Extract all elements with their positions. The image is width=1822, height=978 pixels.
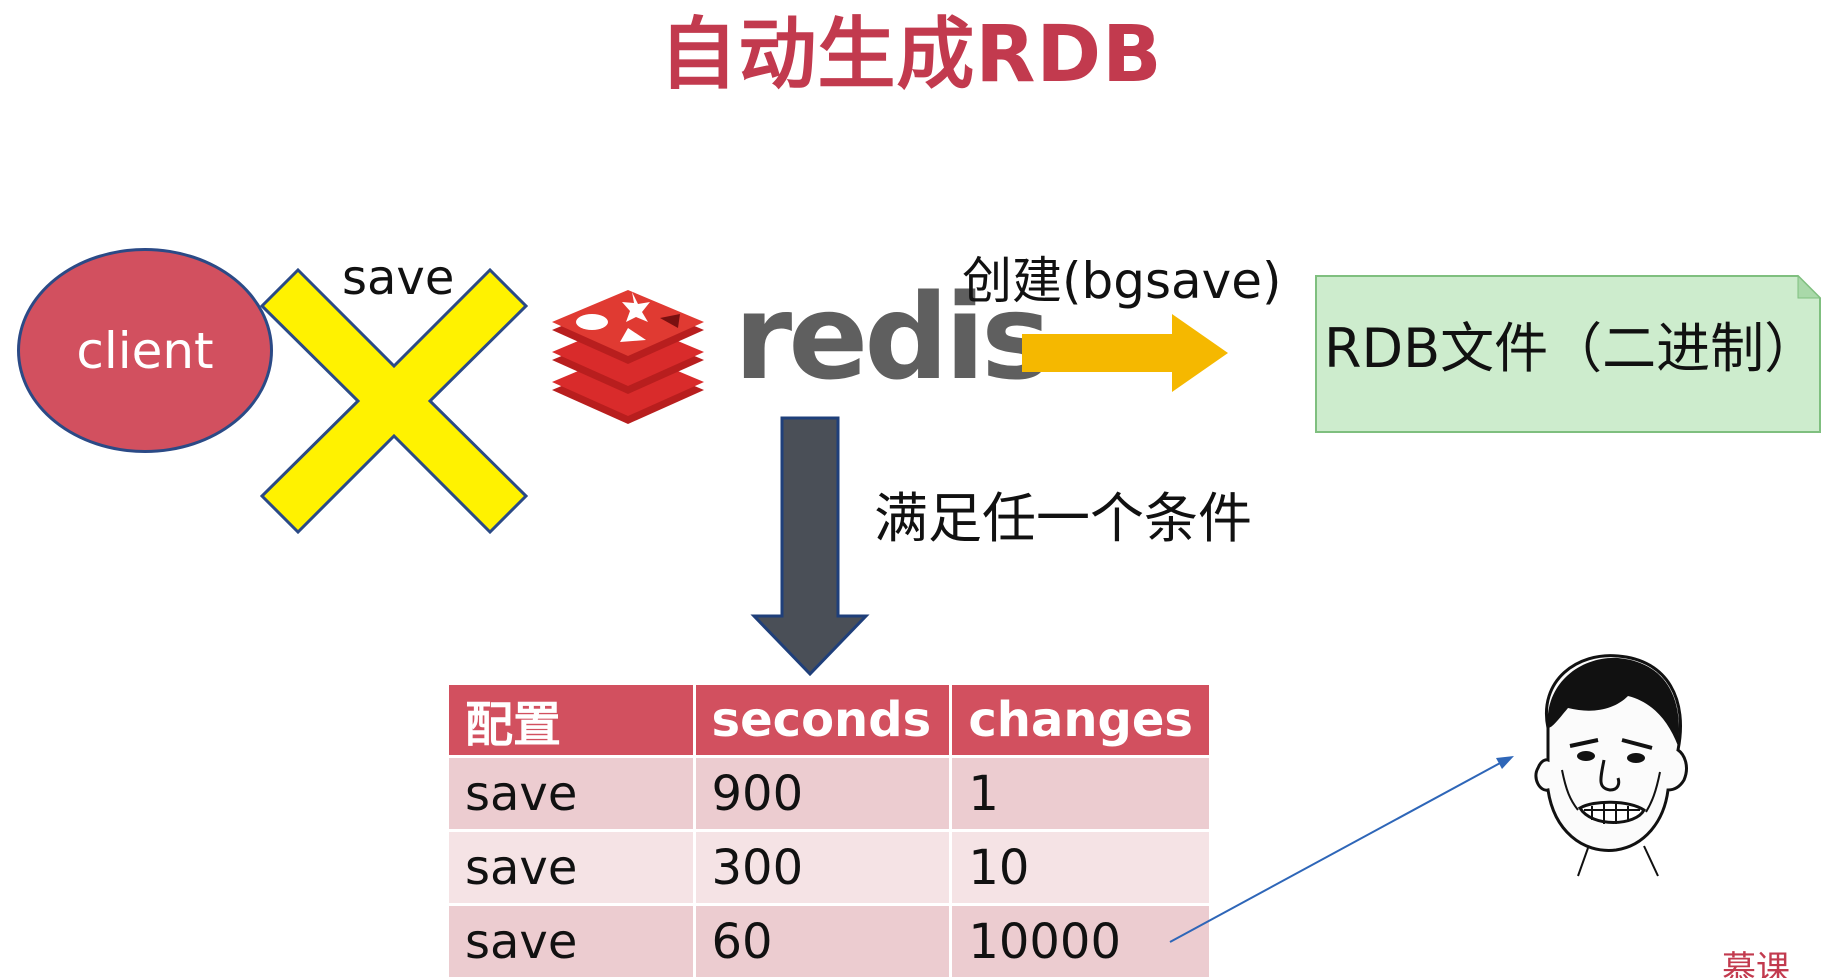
- x-mark-icon: [260, 268, 528, 534]
- condition-label: 满足任一个条件: [874, 487, 1252, 550]
- table-row: save 60 10000: [449, 906, 1209, 977]
- cell-changes: 10000: [952, 906, 1209, 977]
- cell-seconds: 300: [695, 832, 950, 903]
- header-seconds: seconds: [695, 685, 950, 755]
- right-arrow-icon: [1022, 314, 1228, 392]
- table-row: save 300 10: [449, 832, 1209, 903]
- header-config: 配置: [449, 685, 693, 755]
- watermark-logo: 慕课: [1722, 949, 1790, 978]
- redis-wordmark: redis: [734, 268, 1051, 406]
- rdb-file-box: [1315, 274, 1822, 433]
- cell-config: save: [449, 758, 693, 829]
- cell-seconds: 60: [695, 906, 950, 977]
- cell-seconds: 900: [695, 758, 950, 829]
- save-label: save: [342, 250, 455, 306]
- meme-face-icon: [1534, 654, 1688, 877]
- redis-logo-icon: [552, 290, 704, 424]
- client-ellipse: client: [17, 248, 273, 453]
- table-row: save 900 1: [449, 758, 1209, 829]
- client-label: client: [76, 321, 214, 380]
- header-changes: changes: [952, 685, 1209, 755]
- down-arrow-icon: [750, 416, 870, 676]
- cell-config: save: [449, 832, 693, 903]
- cell-changes: 1: [952, 758, 1209, 829]
- slide-title: 自动生成RDB: [659, 10, 1163, 100]
- cell-changes: 10: [952, 832, 1209, 903]
- create-bgsave-label: 创建(bgsave): [962, 252, 1282, 310]
- rdb-file-label: RDB文件（二进制）: [1324, 317, 1819, 380]
- table-header-row: 配置 seconds changes: [449, 685, 1209, 755]
- cell-config: save: [449, 906, 693, 977]
- save-config-table: 配置 seconds changes save 900 1 save 300 1…: [446, 682, 1212, 978]
